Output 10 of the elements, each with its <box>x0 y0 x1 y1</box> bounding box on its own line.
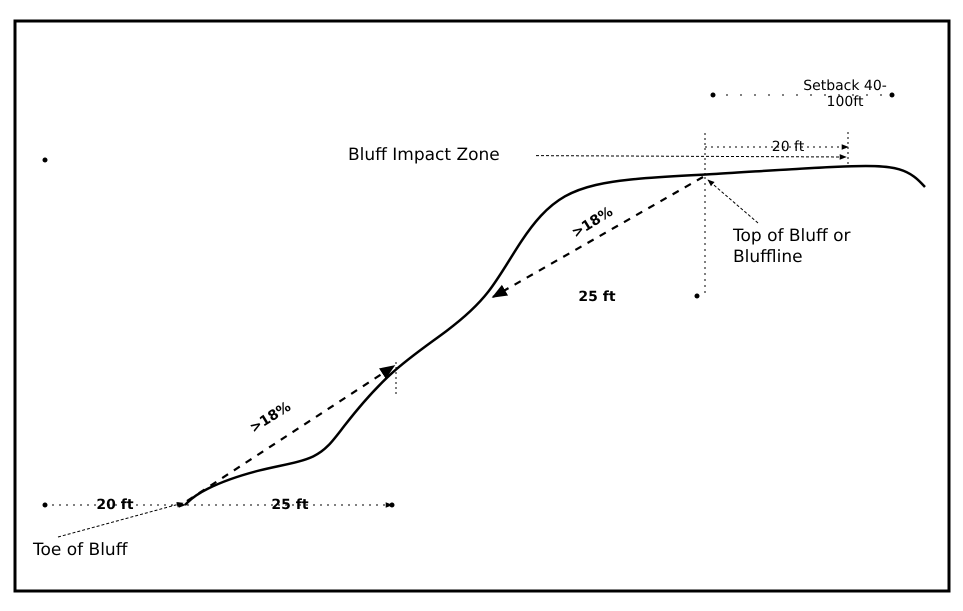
dimension-label: 20 ft <box>770 139 806 155</box>
dimension-label: 25 ft <box>270 497 310 513</box>
callout-text: Bluff Impact Zone <box>348 145 528 166</box>
callout-text: Top of Bluff or Bluffline <box>733 226 883 268</box>
leader-line <box>536 154 847 160</box>
leader-line <box>58 502 184 538</box>
setback-label: Setback 40-100ft <box>802 78 888 110</box>
dimension-label: 25 ft <box>577 289 617 305</box>
callout-text: Toe of Bluff <box>33 540 163 562</box>
leader-line <box>707 180 758 224</box>
